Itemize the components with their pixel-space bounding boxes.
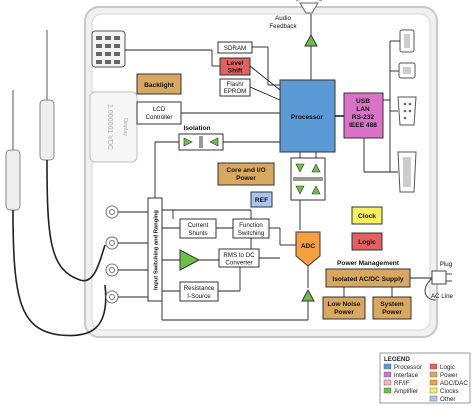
display-label: Display (122, 118, 128, 136)
legend-label: Other (440, 396, 455, 403)
svg-text:USB: USB (356, 98, 370, 105)
legend-label: Power (440, 372, 458, 379)
svg-text:RS-232: RS-232 (352, 114, 375, 121)
processor-label: Processor (291, 114, 324, 121)
logic-block (351, 232, 383, 251)
svg-text:EPROM: EPROM (224, 88, 247, 95)
legend-label: Processor (394, 364, 422, 371)
isolated-acdc-label: Isolated AC/DC Supply (332, 276, 404, 283)
legend-item-other: Other (429, 395, 455, 403)
legend-item-power: Power (429, 371, 458, 379)
svg-text:Power: Power (334, 309, 354, 316)
svg-text:Controller: Controller (146, 114, 173, 121)
legend-label: Interface (394, 372, 419, 379)
legend-swatch (429, 395, 438, 402)
svg-text:Function: Function (239, 222, 263, 229)
ethernet-port-icon (398, 62, 416, 79)
audio-feedback-text: Audio (275, 15, 291, 22)
legend-swatch (429, 363, 438, 370)
svg-text:Shunts: Shunts (188, 230, 207, 237)
plug-label: Plug (440, 261, 453, 268)
legend-label: Amplifier (394, 388, 418, 395)
legend-swatch (383, 371, 392, 378)
flash-eprom-block (219, 78, 251, 97)
backlight-block (136, 73, 182, 95)
legend-label: RF/IF (394, 380, 410, 387)
lcd-display: 1.000001 VDC Display (89, 91, 138, 163)
legend-item-rf-if: RF/IF (383, 379, 410, 387)
legend-title: LEGEND (384, 356, 410, 363)
ref-block (250, 191, 273, 208)
svg-text:Switching: Switching (238, 230, 265, 237)
svg-text:Core and I/O: Core and I/O (226, 167, 265, 174)
plug-icon (424, 270, 452, 301)
keypad-icon (91, 30, 126, 68)
svg-text:Power: Power (236, 175, 256, 182)
svg-text:Shift: Shift (228, 68, 243, 75)
legend-swatch (429, 387, 438, 394)
adc-block (295, 231, 321, 267)
legend-item-adc-dac: ADC/DAC (429, 379, 468, 387)
legend-item-clocks: Clocks (429, 387, 459, 395)
probe-red (39, 30, 106, 282)
isolation-icon (178, 133, 224, 151)
current-shunts-block (179, 218, 217, 239)
legend-swatch (429, 371, 438, 378)
sdram-label: SDRAM (224, 45, 246, 52)
svg-text:Feedback: Feedback (269, 23, 297, 30)
legend-item-logic: Logic (429, 363, 455, 371)
ref-label: REF (255, 197, 268, 204)
input-switching-label: Input Switching and Ranging (154, 210, 160, 290)
svg-text:Level: Level (227, 60, 244, 67)
input-jacks (105, 205, 119, 304)
speaker-icon (295, 0, 323, 14)
svg-text:Power: Power (382, 309, 402, 316)
svg-text:Flash/: Flash/ (227, 81, 244, 88)
svg-text:Low Noise: Low Noise (328, 301, 361, 308)
gpib-port-icon (397, 151, 417, 193)
legend-label: ADC/DAC (440, 380, 468, 387)
legend-item-processor: Processor (383, 363, 422, 371)
usb-port-icon (399, 29, 415, 53)
adc-isolation-icon (290, 157, 326, 201)
legend-label: Clocks (440, 388, 459, 395)
svg-text:I-Source: I-Source (187, 293, 211, 300)
ac-line-label: AC Line (431, 293, 454, 300)
clock-label: Clock (358, 213, 376, 220)
probe-black (5, 90, 107, 337)
power-management-label: Power Management (337, 260, 400, 267)
legend-swatch (383, 363, 392, 370)
backlight-label: Backlight (144, 82, 174, 89)
svg-text:Current: Current (188, 222, 209, 229)
svg-text:LAN: LAN (356, 106, 370, 113)
svg-text:RMS to DC: RMS to DC (223, 252, 255, 259)
processor-block (279, 79, 336, 153)
svg-text:Converter: Converter (225, 260, 252, 267)
isolation-label: Isolation (183, 125, 210, 132)
svg-text:System: System (380, 301, 404, 308)
serial-port-icon (397, 96, 417, 126)
core-io-power-block (217, 162, 275, 186)
legend-label: Logic (440, 364, 455, 371)
legend-swatch (383, 387, 392, 394)
sdram-block (217, 41, 253, 54)
logic-label: Logic (358, 239, 376, 246)
svg-text:Resistance: Resistance (184, 285, 215, 292)
resistance-source-block (179, 281, 219, 302)
svg-text:LCD: LCD (153, 106, 166, 113)
legend-swatch (383, 379, 392, 386)
display-reading: 1.000001 VDC (106, 104, 113, 150)
svg-text:IEEE 488: IEEE 488 (349, 122, 377, 129)
legend-item-interface: Interface (383, 371, 419, 379)
adc-label: ADC (301, 243, 316, 250)
legend-swatch (429, 379, 438, 386)
input-switching-block (147, 197, 163, 302)
clock-block (351, 206, 383, 225)
legend-item-amplifier: Amplifier (383, 387, 418, 395)
